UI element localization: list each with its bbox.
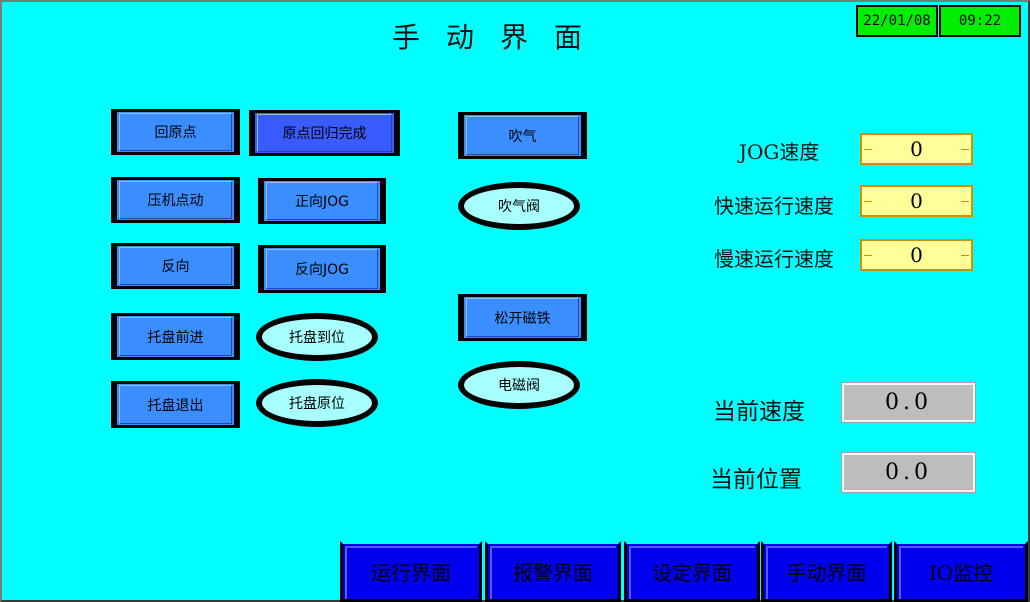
release-magnet-button[interactable]: 松开磁铁 xyxy=(458,294,587,341)
blow-button[interactable]: 吹气 xyxy=(458,112,587,159)
current-speed-label: 当前速度 xyxy=(713,399,805,425)
nav-run-screen[interactable]: 运行界面 xyxy=(340,541,482,602)
press-jog-button-label: 压机点动 xyxy=(147,193,204,209)
pallet-forward-button[interactable]: 托盘前进 xyxy=(111,313,240,360)
forward-jog-button-label: 正向JOG xyxy=(295,194,349,210)
jog-speed-input[interactable]: 0 xyxy=(860,133,973,165)
home-done-button[interactable]: 原点回归完成 xyxy=(249,110,400,156)
nav-manual-screen-label: 手动界面 xyxy=(786,561,867,585)
page-title: 手动界面 xyxy=(392,21,609,54)
solenoid-valve-indicator: 电磁阀 xyxy=(458,361,580,409)
slow-speed-label: 慢速运行速度 xyxy=(714,247,834,271)
home-button-label: 回原点 xyxy=(154,125,197,141)
home-button[interactable]: 回原点 xyxy=(111,109,240,155)
slow-speed-input[interactable]: 0 xyxy=(860,239,973,271)
fast-speed-input[interactable]: 0 xyxy=(860,185,973,217)
time-display: 09:22 xyxy=(939,5,1021,37)
press-jog-button[interactable]: 压机点动 xyxy=(111,177,240,223)
current-speed-display: 0.0 xyxy=(841,382,976,423)
pallet-retreat-button-label: 托盘退出 xyxy=(147,397,204,414)
blow-button-label: 吹气 xyxy=(508,128,537,145)
pallet-forward-button-label: 托盘前进 xyxy=(147,329,204,346)
reverse-button[interactable]: 反向 xyxy=(111,243,240,289)
nav-alarm-screen[interactable]: 报警界面 xyxy=(485,541,621,602)
nav-settings-screen-label: 设定界面 xyxy=(652,561,732,585)
pallet-origin-indicator: 托盘原位 xyxy=(256,379,378,427)
pallet-arrived-indicator: 托盘到位 xyxy=(256,313,378,361)
blow-valve-indicator: 吹气阀 xyxy=(458,182,580,230)
nav-alarm-screen-label: 报警界面 xyxy=(513,561,593,585)
nav-manual-screen[interactable]: 手动界面 xyxy=(761,541,892,602)
nav-run-screen-label: 运行界面 xyxy=(371,561,451,585)
reverse-jog-button[interactable]: 反向JOG xyxy=(258,245,386,293)
jog-speed-label: JOG速度 xyxy=(739,140,820,164)
home-done-button-label: 原点回归完成 xyxy=(282,126,367,142)
nav-io-monitor[interactable]: IO监控 xyxy=(894,541,1028,602)
nav-settings-screen[interactable]: 设定界面 xyxy=(624,541,760,602)
fast-speed-label: 快速运行速度 xyxy=(714,194,834,218)
date-display: 22/01/08 xyxy=(856,5,938,37)
bottom-nav: 运行界面 报警界面 设定界面 手动界面 IO监控 xyxy=(340,541,1028,602)
current-position-label: 当前位置 xyxy=(710,467,802,493)
reverse-button-label: 反向 xyxy=(161,259,190,275)
pallet-retreat-button[interactable]: 托盘退出 xyxy=(111,381,240,428)
forward-jog-button[interactable]: 正向JOG xyxy=(258,178,386,224)
current-position-display: 0.0 xyxy=(841,452,976,493)
nav-io-monitor-label: IO监控 xyxy=(928,561,994,585)
reverse-jog-button-label: 反向JOG xyxy=(295,262,349,278)
release-magnet-button-label: 松开磁铁 xyxy=(494,310,551,327)
